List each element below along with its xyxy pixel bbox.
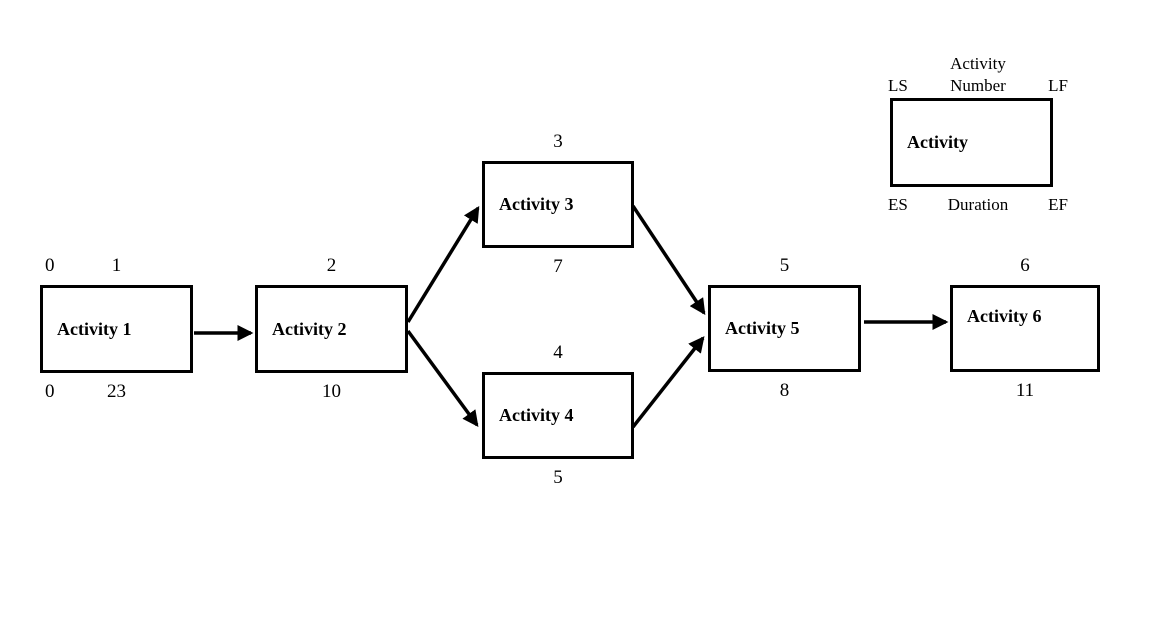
activity3-label: Activity 3 <box>499 194 574 214</box>
legend-top-row: LS Number LF <box>888 75 1068 97</box>
activity2-duration-value: 10 <box>322 381 341 402</box>
legend-ls-label: LS <box>888 76 908 95</box>
activity1-top-numbers: 0 1 <box>40 254 193 278</box>
legend-ef-label: EF <box>1048 195 1068 214</box>
activity3-duration-value: 7 <box>553 256 563 277</box>
legend-bottom-row: ES Duration EF <box>888 194 1068 216</box>
activity6-top-numbers: 6 <box>950 254 1100 278</box>
activity6-duration-value: 11 <box>1015 380 1035 401</box>
activity1-node: Activity 1 <box>40 285 193 373</box>
activity1-bottom-numbers: 0 23 <box>40 380 193 404</box>
activity2-bottom-numbers: 10 <box>255 380 408 404</box>
activity4-number-value: 4 <box>553 342 563 363</box>
activity5-label: Activity 5 <box>725 318 800 338</box>
activity5-top-numbers: 5 <box>708 254 861 278</box>
activity2-number-value: 2 <box>326 255 337 276</box>
activity3-node: Activity 3 <box>482 161 634 248</box>
edge-activity2-activity4 <box>406 329 479 427</box>
edge-activity2-activity3 <box>406 205 480 323</box>
activity1-label: Activity 1 <box>57 318 132 339</box>
activity3-number-value: 3 <box>553 131 563 152</box>
activity5-bottom-numbers: 8 <box>708 379 861 403</box>
edge-activity4-activity5 <box>631 336 705 429</box>
activity6-label: Activity 6 <box>967 306 1042 326</box>
activity1-ls-value: 0 <box>45 255 55 276</box>
legend-number-label: Number <box>950 76 1006 95</box>
activity6-bottom-numbers: 11 <box>950 379 1100 403</box>
activity6-number-value: 6 <box>1020 255 1030 276</box>
activity4-top-numbers: 4 <box>482 341 634 365</box>
activity4-bottom-numbers: 5 <box>482 466 634 490</box>
activity4-duration-value: 5 <box>553 467 563 488</box>
activity5-number-value: 5 <box>779 255 790 276</box>
activity2-label: Activity 2 <box>272 318 347 339</box>
edge-activity3-activity5 <box>631 205 706 316</box>
activity2-node: Activity 2 <box>255 285 408 373</box>
activity1-number-value: 1 <box>111 255 122 276</box>
activity5-duration-value: 8 <box>779 380 790 401</box>
legend-activity-word: Activity <box>950 54 1006 73</box>
activity1-duration-value: 23 <box>107 381 126 402</box>
activity3-top-numbers: 3 <box>482 130 634 154</box>
activity2-top-numbers: 2 <box>255 254 408 278</box>
activity5-node: Activity 5 <box>708 285 861 372</box>
activity1-es-value: 0 <box>45 381 55 402</box>
activity4-label: Activity 4 <box>499 405 574 425</box>
activity3-bottom-numbers: 7 <box>482 255 634 279</box>
legend-duration-label: Duration <box>947 195 1009 214</box>
legend-lf-label: LF <box>1048 76 1068 95</box>
activity6-node: Activity 6 <box>950 285 1100 372</box>
legend-box-label: Activity <box>907 132 968 152</box>
legend-box: Activity <box>890 98 1053 187</box>
legend-es-label: ES <box>888 195 908 214</box>
activity4-node: Activity 4 <box>482 372 634 459</box>
